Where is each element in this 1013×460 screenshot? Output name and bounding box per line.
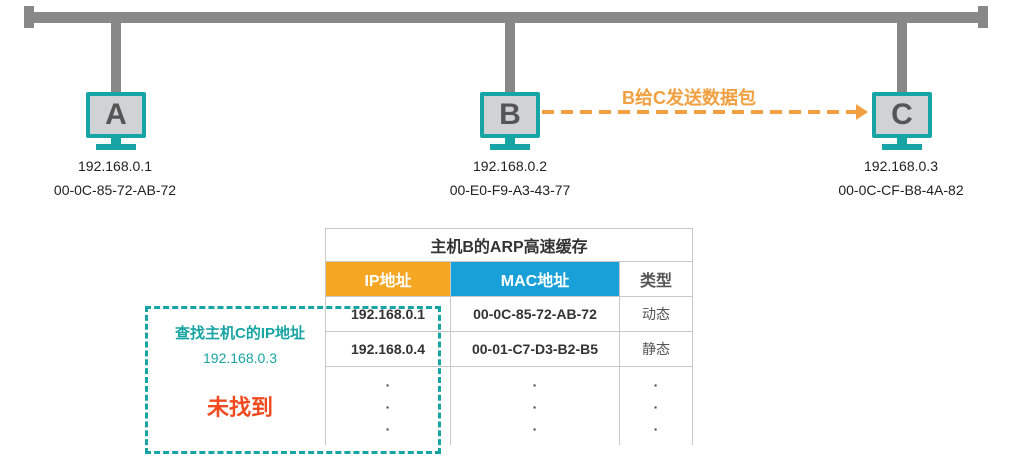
bus-drop-c — [897, 22, 907, 92]
table-row: 192.168.0.4 00-01-C7-D3-B2-B5 静态 — [325, 331, 693, 367]
host-b-address: 192.168.0.2 00-E0-F9-A3-43-77 — [415, 154, 605, 202]
host-c-mac: 00-0C-CF-B8-4A-82 — [838, 182, 964, 198]
lookup-title: 查找主机C的IP地址 — [174, 325, 305, 342]
host-c-letter: C — [891, 98, 913, 131]
send-arrow — [542, 104, 868, 120]
network-bus — [28, 12, 988, 23]
host-c-address: 192.168.0.3 00-0C-CF-B8-4A-82 — [806, 154, 996, 202]
host-a-address: 192.168.0.1 00-0C-85-72-AB-72 — [20, 154, 210, 202]
column-header-ip: IP地址 — [325, 261, 451, 297]
bus-drop-b — [505, 22, 515, 92]
host-a-mac: 00-0C-85-72-AB-72 — [53, 182, 177, 198]
ellipsis-mac: · · · — [450, 366, 620, 445]
host-c-ip: 192.168.0.3 — [864, 158, 938, 174]
column-header-mac: MAC地址 — [450, 261, 620, 297]
host-b-letter: B — [499, 98, 521, 131]
row-1-type: 动态 — [619, 296, 693, 332]
arp-cache-table: 主机B的ARP高速缓存 IP地址 MAC地址 类型 192.168.0.1 00… — [325, 228, 693, 445]
arp-table-title: 主机B的ARP高速缓存 — [325, 228, 693, 262]
host-c-computer-icon: C — [870, 92, 934, 154]
row-2-type: 静态 — [619, 331, 693, 367]
row-2-ip: 192.168.0.4 — [325, 331, 451, 367]
host-a-ip: 192.168.0.1 — [78, 158, 152, 174]
row-1-mac: 00-0C-85-72-AB-72 — [450, 296, 620, 332]
bus-drop-a — [111, 22, 121, 92]
bus-end-left — [24, 6, 34, 28]
row-1-ip: 192.168.0.1 — [325, 296, 451, 332]
lookup-ip: 192.168.0.3 — [203, 350, 277, 366]
row-2-mac: 00-01-C7-D3-B2-B5 — [450, 331, 620, 367]
ellipsis-ip: · · · — [325, 366, 451, 445]
host-b-ip: 192.168.0.2 — [473, 158, 547, 174]
table-row-ellipsis: · · · · · · · · · — [325, 366, 693, 445]
column-header-type: 类型 — [619, 261, 693, 297]
lookup-highlight-box — [145, 306, 441, 454]
host-b-mac: 00-E0-F9-A3-43-77 — [449, 182, 571, 198]
send-arrow-label: B给C发送数据包 — [622, 88, 756, 108]
host-b-computer-icon: B — [478, 92, 542, 154]
bus-end-right — [978, 6, 988, 28]
table-row: 192.168.0.1 00-0C-85-72-AB-72 动态 — [325, 296, 693, 332]
host-a-computer-icon: A — [84, 92, 148, 154]
ellipsis-type: · · · — [619, 366, 693, 445]
lookup-result: 未找到 — [206, 395, 273, 420]
host-a-letter: A — [105, 98, 127, 131]
